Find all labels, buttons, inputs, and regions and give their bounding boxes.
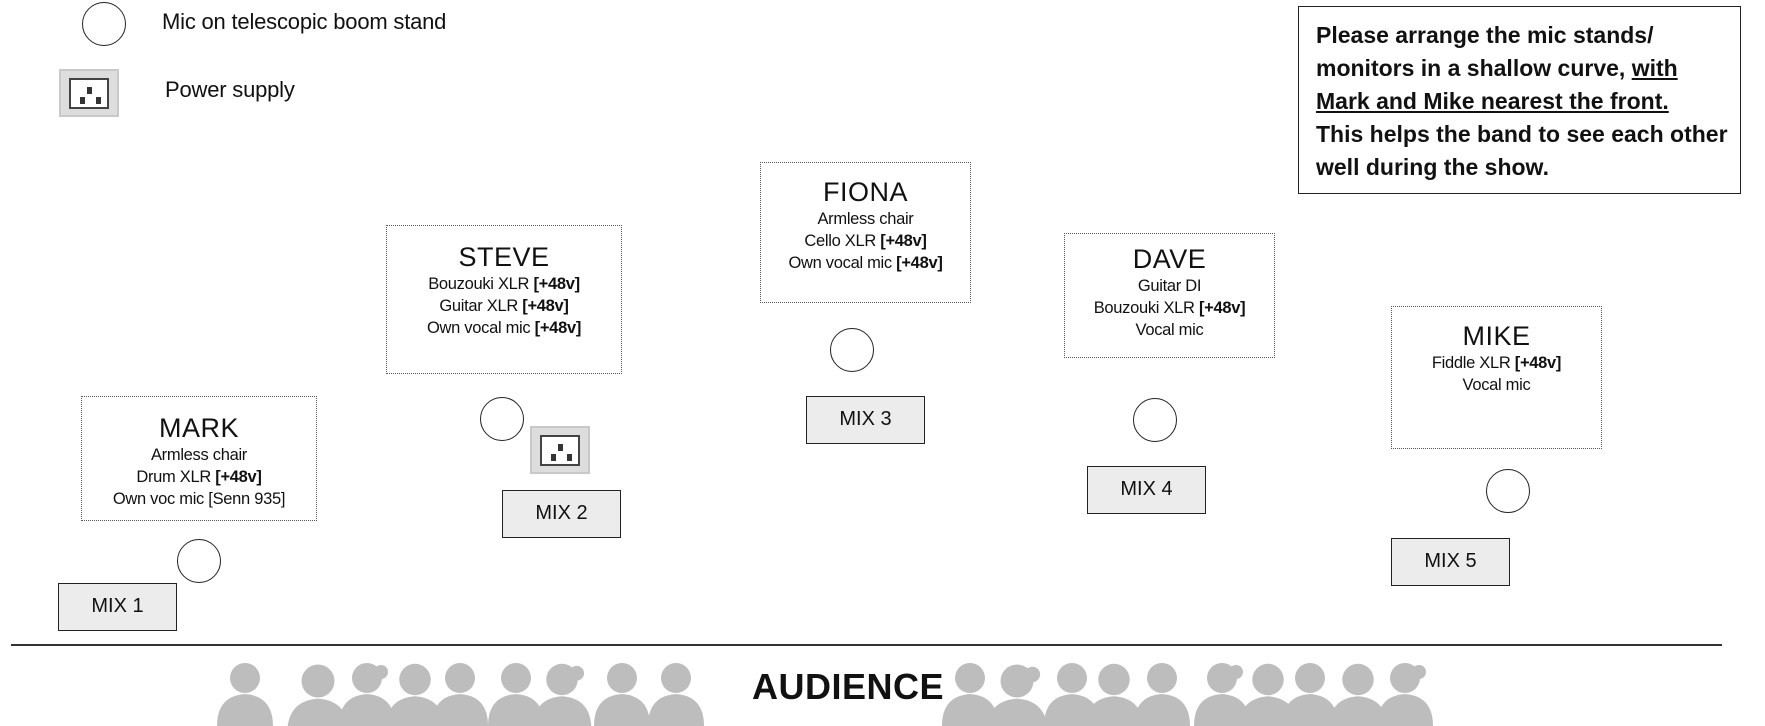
mic-stand-icon (1486, 469, 1530, 513)
audience-person (385, 663, 445, 726)
player-box-fiona: FIONA Armless chair Cello XLR [+48v] Own… (760, 162, 971, 303)
player-name: FIONA (822, 177, 908, 207)
audience-person (1282, 663, 1338, 726)
audience-silhouettes (217, 663, 1433, 726)
audience-person (1194, 663, 1250, 726)
arrangement-note: Please arrange the mic stands/ monitors … (1298, 6, 1741, 194)
audience-person (942, 663, 998, 726)
player-box-mike: MIKE Fiddle XLR [+48v] Vocal mic (1391, 306, 1602, 449)
audience-person (1084, 663, 1144, 726)
stage-edge-line (11, 644, 1722, 646)
audience-person (432, 663, 488, 726)
player-name: STEVE (458, 242, 550, 272)
note-line-2: monitors in a shallow curve, with (1316, 55, 1678, 81)
audience-person (339, 663, 395, 726)
audience-person (1377, 663, 1433, 726)
legend-mic-label: Mic on telescopic boom stand (162, 9, 447, 34)
audience-person (594, 663, 650, 726)
legend-power-icon (59, 69, 119, 117)
audience-person (986, 664, 1048, 726)
audience-label: AUDIENCE (752, 666, 945, 707)
mic-stand-icon (480, 397, 524, 441)
monitor-mix-3: MIX 3 (806, 396, 925, 444)
audience-person (488, 663, 544, 726)
monitor-mix-4: MIX 4 (1087, 466, 1206, 514)
player-name: MARK (158, 413, 239, 443)
note-line-1: Please arrange the mic stands/ (1316, 22, 1654, 48)
player-box-steve: STEVE Bouzouki XLR [+48v] Guitar XLR [+4… (386, 225, 622, 374)
legend-mic-icon (82, 2, 126, 46)
note-line-3: Mark and Mike nearest the front. (1316, 88, 1669, 114)
audience-person (287, 664, 349, 726)
power-supply-icon (530, 426, 590, 474)
audience-person (648, 663, 704, 726)
mic-stand-icon (1133, 398, 1177, 442)
monitor-mix-2: MIX 2 (502, 490, 621, 538)
audience-person (532, 663, 592, 726)
monitor-mix-5: MIX 5 (1391, 538, 1510, 586)
mic-stand-icon (830, 328, 874, 372)
audience-person (1328, 663, 1388, 726)
player-name: MIKE (1462, 321, 1531, 351)
player-box-mark: MARK Armless chair Drum XLR [+48v] Own v… (81, 396, 317, 521)
monitor-mix-1: MIX 1 (58, 583, 177, 631)
audience-person (217, 663, 273, 726)
player-box-dave: DAVE Guitar DI Bouzouki XLR [+48v] Vocal… (1064, 233, 1275, 358)
audience-person (1134, 663, 1190, 726)
mic-stand-icon (177, 539, 221, 583)
legend-power-label: Power supply (165, 77, 295, 102)
note-line-5: well during the show. (1316, 154, 1549, 180)
note-line-4: This helps the band to see each other (1316, 121, 1728, 147)
player-name: DAVE (1132, 244, 1207, 274)
